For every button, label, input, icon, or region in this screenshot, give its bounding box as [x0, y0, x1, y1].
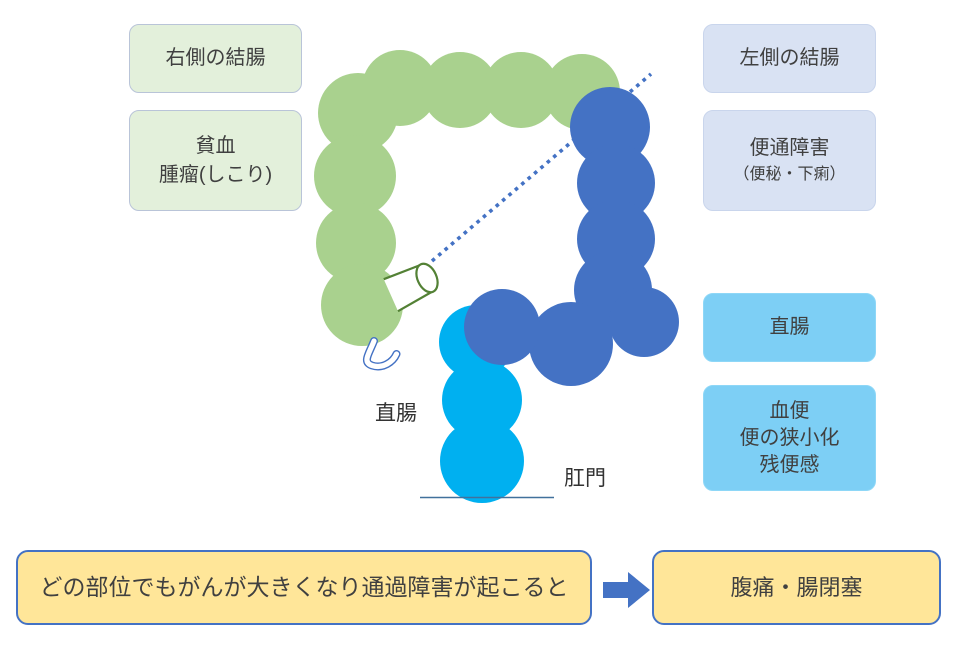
effect-label: 腹痛・腸閉塞 [730, 574, 863, 600]
right-colon-symptom-2: 腫瘤(しこり) [158, 163, 273, 186]
colon-segment-circle [422, 52, 498, 128]
colon-segment-circle [316, 203, 396, 283]
right-colon-symptom-1: 貧血 [195, 134, 236, 157]
left-colon-symptom-sub: （便秘・下痢） [733, 166, 846, 184]
rectum-symptom-box: 血便 便の狭小化 残便感 [703, 385, 876, 491]
colon-segment-circle [483, 52, 559, 128]
anus-diagram-label: 肛門 [564, 467, 606, 490]
colon-segment-circle [440, 419, 524, 503]
left-colon-symptom-main: 便通障害 [749, 137, 830, 160]
appendix-icon [362, 337, 401, 371]
left-colon-symptom-box: 便通障害 （便秘・下痢） [703, 110, 876, 211]
left-colon-title-box: 左側の結腸 [703, 24, 876, 93]
cause-label: どの部位でもがんが大きくなり通過障害が起こると [39, 573, 569, 600]
colon-segment-circle [464, 289, 540, 365]
rectum-symptom-2: 便の狭小化 [739, 426, 840, 449]
effect-box: 腹痛・腸閉塞 [652, 550, 941, 625]
rectum-symptom-1: 血便 [769, 399, 810, 422]
colon-segment-circle [577, 144, 655, 222]
right-colon-title-box: 右側の結腸 [129, 24, 302, 93]
right-colon-symptom-box: 貧血 腫瘤(しこり) [129, 110, 302, 211]
bowel-cross-section-icon [383, 262, 439, 313]
cause-box: どの部位でもがんが大きくなり通過障害が起こると [16, 550, 592, 625]
left-colon-shape [464, 87, 679, 386]
colon-segment-circle [318, 73, 398, 153]
right-colon-shape [314, 50, 620, 346]
rectum-title-box: 直腸 [703, 293, 876, 362]
rectum-title-label: 直腸 [769, 316, 810, 338]
rectum-symptom-3: 残便感 [759, 453, 820, 476]
colon-segment-circle [314, 135, 396, 217]
colon-segment-circle [321, 264, 403, 346]
colon-segment-circle [609, 287, 679, 357]
colon-segment-circle [442, 360, 522, 440]
divider-dotted-line [430, 72, 653, 263]
rectum-diagram-label: 直腸 [375, 402, 417, 425]
colon-segment-circle [529, 302, 613, 386]
left-colon-title-label: 左側の結腸 [739, 47, 840, 69]
right-colon-title-label: 右側の結腸 [165, 47, 266, 69]
